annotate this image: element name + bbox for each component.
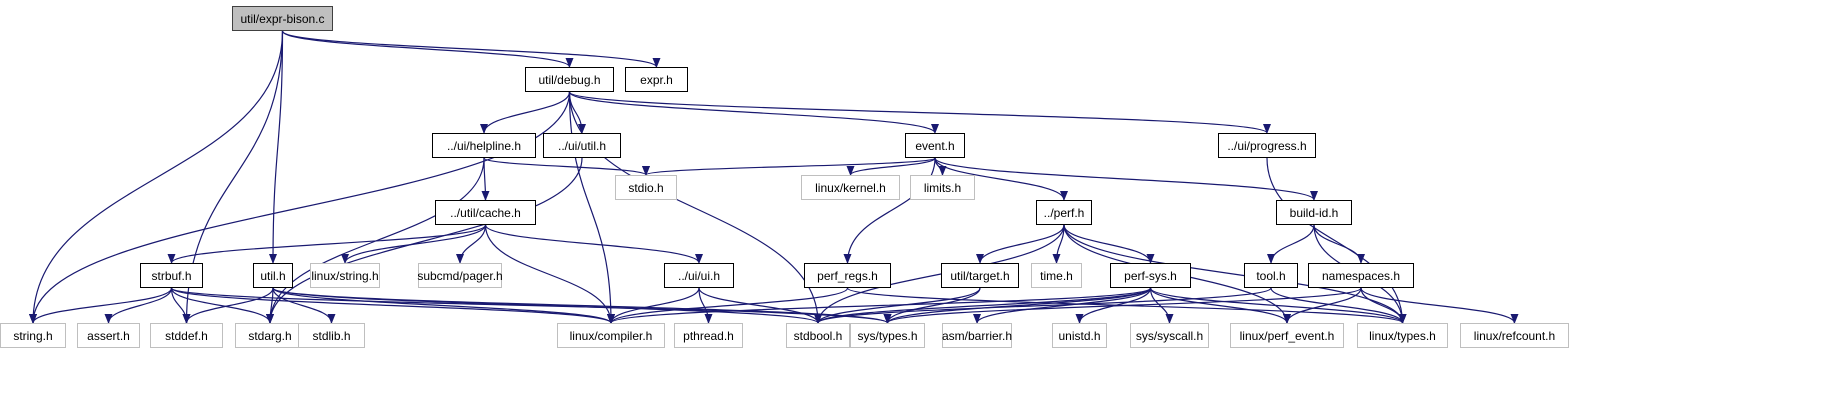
edge-event-to-perf xyxy=(934,157,1068,201)
edge-util-to-stddef xyxy=(182,287,274,324)
edge-perfsys-to-perfevent xyxy=(1149,287,1291,324)
edge-debug-to-helpline xyxy=(480,91,571,134)
node-linux-refcount-h: linux/refcount.h xyxy=(1460,323,1569,348)
node-ui-util-h[interactable]: ../ui/util.h xyxy=(543,133,621,158)
edge-strbuf-to-compiler xyxy=(170,287,615,324)
edge-tool-to-ltypes xyxy=(1270,287,1407,324)
edge-util-to-stdarg xyxy=(266,287,275,324)
node-ui-progress-h[interactable]: ../ui/progress.h xyxy=(1218,133,1316,158)
edge-event-to-stdio xyxy=(642,157,936,176)
node-ui-ui-h[interactable]: ../ui/ui.h xyxy=(664,263,734,288)
edge-cache-to-strbuf xyxy=(167,224,487,264)
node-stdbool-h: stdbool.h xyxy=(786,323,850,348)
node-perf-regs-h[interactable]: perf_regs.h xyxy=(804,263,891,288)
edge-root-to-util xyxy=(269,30,284,264)
edge-event-to-perfregs xyxy=(843,157,936,264)
edge-progress-to-ltypes xyxy=(1266,157,1407,324)
edge-debug-to-stdbool xyxy=(568,91,822,324)
edge-strbuf-to-assert xyxy=(104,287,173,324)
edge-debug-to-progress xyxy=(568,91,1271,134)
edge-uiui-to-compiler xyxy=(607,287,700,324)
node-util-debug-h[interactable]: util/debug.h xyxy=(525,67,614,92)
node-tool-h[interactable]: tool.h xyxy=(1244,263,1298,288)
edge-util-to-systypes xyxy=(272,287,892,324)
edge-strbuf-to-string xyxy=(29,287,173,324)
edge-perfsys-to-stdbool xyxy=(814,287,1152,324)
edge-debug-to-event xyxy=(568,91,939,134)
node-util-target-h[interactable]: util/target.h xyxy=(941,263,1019,288)
node-pthread-h: pthread.h xyxy=(674,323,743,348)
edge-buildid-to-ns xyxy=(1313,224,1365,264)
node-util-h[interactable]: util.h xyxy=(253,263,293,288)
node-util-cache-h[interactable]: ../util/cache.h xyxy=(435,200,536,225)
edge-perfsys-to-ltypes xyxy=(1149,287,1407,324)
edge-perfsys-to-barrier xyxy=(973,287,1152,324)
edge-perf-to-perfsys xyxy=(1063,224,1155,264)
node-event-h[interactable]: event.h xyxy=(905,133,965,158)
node-sys-syscall-h: sys/syscall.h xyxy=(1130,323,1209,348)
node-sys-types-h: sys/types.h xyxy=(850,323,925,348)
node-linux-string-h: linux/string.h xyxy=(310,263,380,288)
edge-tool-to-stdbool xyxy=(814,287,1272,324)
edge-ns-to-ltypes xyxy=(1360,287,1407,324)
edge-ns-to-perfevent xyxy=(1283,287,1362,324)
node-perf-sys-h[interactable]: perf-sys.h xyxy=(1110,263,1191,288)
node-unistd-h: unistd.h xyxy=(1052,323,1107,348)
node-asm-barrier-h: asm/barrier.h xyxy=(942,323,1012,348)
node-expr-h[interactable]: expr.h xyxy=(625,67,688,92)
node-linux-kernel-h: linux/kernel.h xyxy=(801,175,900,200)
node-stdio-h: stdio.h xyxy=(615,175,677,200)
edge-uiui-to-stdbool xyxy=(698,287,822,324)
edge-helpline-to-stdio xyxy=(483,157,650,176)
node-root[interactable]: util/expr-bison.c xyxy=(232,6,333,31)
node-stdarg-h: stdarg.h xyxy=(235,323,305,348)
node-stddef-h: stddef.h xyxy=(150,323,223,348)
node-build-id-h[interactable]: build-id.h xyxy=(1276,200,1352,225)
edge-root-to-expr xyxy=(281,30,661,68)
edge-helpline-to-cache xyxy=(481,157,490,201)
node-limits-h: limits.h xyxy=(910,175,975,200)
edge-perfsys-to-systypes xyxy=(883,287,1152,324)
node-strbuf-h[interactable]: strbuf.h xyxy=(140,263,203,288)
edge-cache-to-uiui xyxy=(484,224,703,264)
node-assert-h: assert.h xyxy=(77,323,140,348)
node-perf-h[interactable]: ../perf.h xyxy=(1036,200,1092,225)
edge-buildid-to-tool xyxy=(1267,224,1315,264)
edge-perf-to-ltypes xyxy=(1063,224,1407,324)
edge-event-to-buildid xyxy=(934,157,1318,201)
edge-perf-to-time xyxy=(1052,224,1065,264)
node-string-h: string.h xyxy=(0,323,66,348)
edge-cache-to-lstring xyxy=(341,224,487,264)
edge-root-to-debug xyxy=(281,30,574,68)
node-ui-helpline-h[interactable]: ../ui/helpline.h xyxy=(432,133,536,158)
edge-debug-to-string xyxy=(29,91,571,324)
edge-event-to-kernel xyxy=(846,157,936,176)
node-linux-compiler-h: linux/compiler.h xyxy=(557,323,665,348)
edge-cache-to-pager xyxy=(456,224,487,264)
node-linux-perf-event-h: linux/perf_event.h xyxy=(1230,323,1344,348)
node-stdlib-h: stdlib.h xyxy=(298,323,365,348)
edge-debug-to-compiler xyxy=(568,91,615,324)
edge-ns-to-refcount xyxy=(1360,287,1519,324)
node-namespaces-h[interactable]: namespaces.h xyxy=(1308,263,1414,288)
edge-perf-to-target xyxy=(976,224,1065,264)
edge-perfregs-to-compiler xyxy=(607,287,849,324)
edge-util-to-compiler xyxy=(272,287,615,324)
edge-uiui-to-pthread xyxy=(698,287,713,324)
edge-root-to-string xyxy=(29,30,284,324)
node-time-h: time.h xyxy=(1031,263,1082,288)
edge-uiutil-to-stdarg xyxy=(266,157,583,324)
node-linux-types-h: linux/types.h xyxy=(1357,323,1448,348)
edge-perfsys-to-compiler xyxy=(607,287,1152,324)
edge-perfsys-to-syscall xyxy=(1149,287,1174,324)
edge-ns-to-systypes xyxy=(883,287,1362,324)
node-subcmd-pager-h: subcmd/pager.h xyxy=(417,263,503,288)
edge-util-to-stdlib xyxy=(272,287,336,324)
